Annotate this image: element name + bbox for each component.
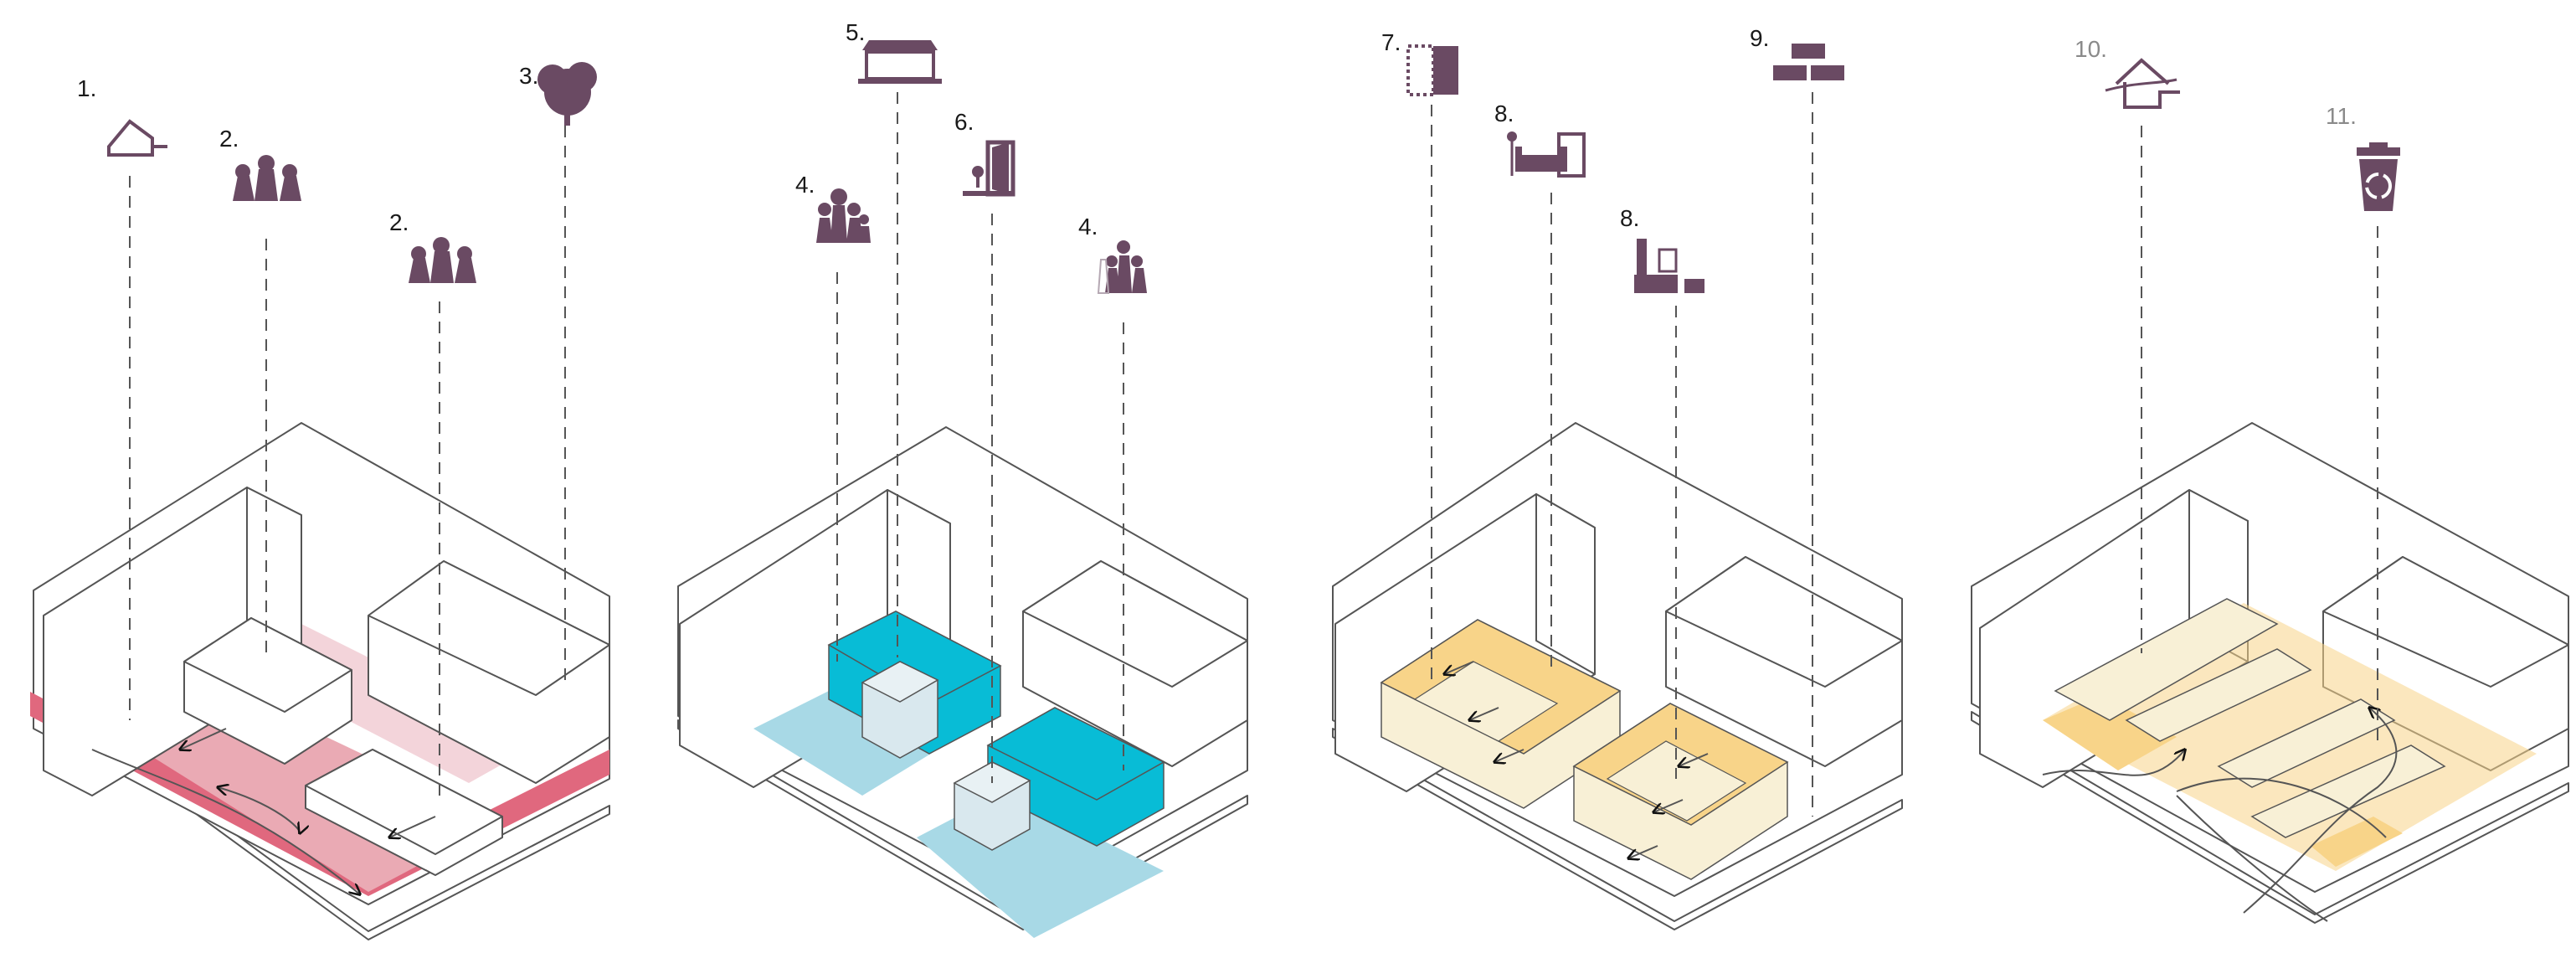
panel-3-label-8b: 8. [1620, 205, 1639, 231]
panel-1: 1. 2. 2. 3. [30, 62, 610, 940]
ground-zone [2043, 695, 2177, 770]
panel-2: 4. 5. 6. 4. [677, 19, 1248, 938]
panel-1-label-2: 2. [219, 126, 239, 152]
family-icon [233, 155, 301, 201]
roof-plane [2054, 598, 2279, 721]
panel-2-label-5: 5. [846, 19, 865, 45]
wall-panel-icon [1406, 44, 1458, 96]
door-icon [963, 140, 1015, 197]
panel-2-label-4b: 4. [1078, 214, 1098, 240]
pavilion-icon [858, 40, 942, 84]
furniture-icon [1634, 239, 1704, 293]
panel-1-label-3: 3. [519, 63, 538, 89]
panel-2-label-4: 4. [795, 172, 815, 198]
panel-3-label-9: 9. [1750, 25, 1769, 51]
panel-4: 10. 11. [1971, 36, 2569, 924]
tree-icon [537, 62, 597, 126]
panel-1-label-1: 1. [77, 75, 96, 101]
green-roof-icon [2105, 58, 2180, 109]
panel-2-label-6: 6. [954, 109, 974, 135]
family-icon [816, 188, 871, 243]
ground-zone [2311, 817, 2403, 867]
panel-1-label-2b: 2. [389, 209, 409, 235]
house-icon [107, 119, 167, 157]
furniture-icon [1507, 131, 1586, 178]
family-icon [409, 237, 476, 283]
panel-4-label-10: 10. [2075, 36, 2107, 62]
bricks-icon [1773, 44, 1844, 80]
panel-4-label-11: 11. [2326, 103, 2357, 129]
panel-3-label-8: 8. [1494, 100, 1514, 126]
panel-3: 7. 8. 8. 9. [1332, 25, 1903, 930]
recycle-bin-icon [2357, 142, 2400, 211]
family-icon [1097, 240, 1147, 294]
panel-3-label-7: 7. [1381, 29, 1401, 55]
ground-zone [753, 691, 938, 796]
